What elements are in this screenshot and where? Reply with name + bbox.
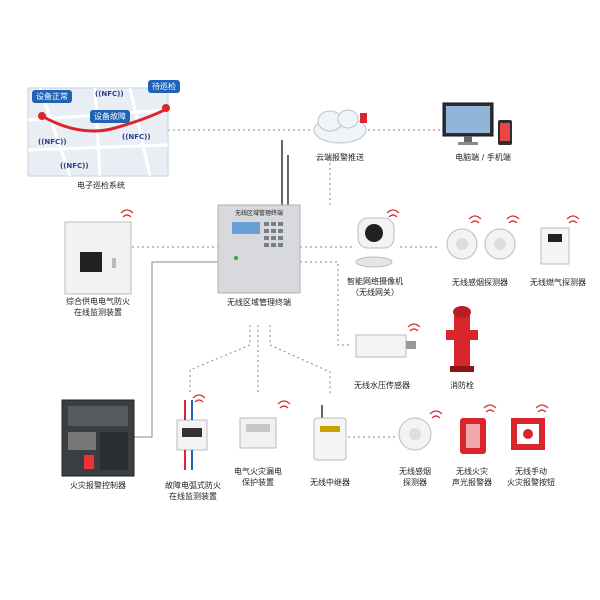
wifi-icon: [470, 220, 480, 224]
wifi-icon: [192, 394, 206, 399]
wifi-icon: [429, 410, 443, 415]
wifi-icon: [409, 328, 419, 332]
elec-monitor-label: 综合供电电气防火 在线监测装置: [56, 296, 140, 318]
wifi-icon: [508, 220, 518, 224]
gateway-panel-title: 无线区域管理终端: [234, 210, 283, 217]
camera-label-line1: 智能网络摄像机: [347, 277, 403, 286]
smoke-detectors-label: 无线感烟探测器: [452, 278, 508, 287]
cloud-label: 云端报警推送: [316, 153, 364, 162]
pc-phone-label: 电脑端 / 手机端: [455, 153, 511, 162]
leakage-protect-label-line1: 电气火灾漏电: [234, 467, 282, 476]
sound-light-label: 无线火灾 声光报警器: [442, 466, 502, 488]
gateway-screen: [232, 222, 260, 234]
manual-alarm-label-line1: 无线手动: [515, 467, 547, 476]
water-pressure-label: 无线水压传感器: [354, 381, 410, 390]
wifi-icon: [568, 220, 578, 224]
route-end-marker: [162, 104, 170, 112]
nfc-label: ((NFC)): [95, 90, 124, 98]
wifi-icon: [279, 405, 289, 409]
tag-device-normal: 设备正常: [32, 90, 72, 103]
wifi-icon: [277, 400, 291, 405]
pc-phone-icon: [442, 102, 512, 145]
status-led: [234, 256, 238, 260]
camera-device: [355, 217, 395, 268]
wifi-icon: [537, 409, 547, 413]
gas-detector-label: 无线燃气探测器: [530, 278, 586, 287]
sound-light-label-line2: 声光报警器: [452, 478, 492, 487]
elec-monitor-device: [64, 221, 132, 295]
map-caption: 电子巡检系统: [77, 181, 125, 190]
smoke-detector2-label-line1: 无线感烟: [399, 467, 431, 476]
link-gateway-relay: [269, 325, 331, 395]
camera-label-line2: （无线网关）: [351, 288, 399, 297]
link-gateway-controller: [134, 261, 218, 438]
relay-label: 无线中继器: [310, 478, 350, 487]
camera-label: 智能网络摄像机 （无线网关）: [338, 276, 412, 298]
nfc-label: ((NFC)): [38, 138, 67, 146]
wireless-signal-icons: [120, 209, 580, 419]
wifi-icon: [566, 215, 580, 220]
leakage-protection-device: [239, 417, 277, 449]
fire-controller-device: [61, 399, 135, 477]
alarm-light-icon: [360, 113, 367, 123]
cloud-icon: [313, 109, 367, 144]
link-gateway-residual: [189, 325, 251, 395]
smoke-detector2-label: 无线感烟 探测器: [388, 466, 442, 488]
wifi-icon: [468, 215, 482, 220]
smoke-detector-device: [398, 417, 432, 451]
wifi-icon: [120, 209, 134, 214]
hydrant-icon: [446, 306, 478, 372]
residual-current-label-line2: 在线监测装置: [169, 492, 217, 501]
tag-device-fault: 设备故障: [90, 110, 130, 123]
tag-pending-inspection: 待巡检: [148, 80, 180, 93]
keypad-icon: [264, 222, 283, 247]
wifi-icon: [386, 209, 400, 214]
leakage-protect-label: 电气火灾漏电 保护装置: [228, 466, 288, 488]
gateway-terminal: [217, 140, 301, 294]
hydrant-label: 消防栓: [450, 381, 474, 390]
wifi-icon: [431, 415, 441, 419]
gas-detector-device: [540, 227, 570, 265]
route-start-marker: [38, 112, 46, 120]
leakage-protect-label-line2: 保护装置: [242, 478, 274, 487]
manual-alarm-label: 无线手动 火灾报警按钮: [498, 466, 564, 488]
wifi-icon: [388, 214, 398, 218]
wifi-icon: [483, 404, 497, 409]
residual-current-label: 故障电弧式防火 在线监测装置: [155, 480, 231, 502]
wifi-icon: [122, 214, 132, 218]
wifi-icon: [506, 215, 520, 220]
wifi-icon: [194, 399, 204, 403]
manual-alarm-button-device: [511, 418, 545, 450]
elec-monitor-label-line2: 在线监测装置: [74, 308, 122, 317]
nfc-label: ((NFC)): [122, 133, 151, 141]
smoke-detector2-label-line2: 探测器: [403, 478, 427, 487]
wifi-icon: [485, 409, 495, 413]
wifi-icon: [407, 323, 421, 328]
relay-device: [313, 405, 347, 461]
patrol-route: [39, 106, 169, 133]
link-gateway-water: [300, 261, 352, 346]
sound-light-label-line1: 无线火灾: [456, 467, 488, 476]
sound-light-alarm-device: [460, 418, 486, 454]
residual-current-label-line1: 故障电弧式防火: [165, 481, 221, 490]
water-pressure-sensor: [355, 334, 416, 358]
elec-monitor-label-line1: 综合供电电气防火: [66, 297, 130, 306]
smoke-detector-pair: [446, 228, 516, 260]
nfc-label: ((NFC)): [60, 162, 89, 170]
gateway-body: [217, 204, 301, 294]
connection-lines: [132, 129, 440, 438]
manual-alarm-label-line2: 火灾报警按钮: [507, 478, 555, 487]
wifi-icon: [535, 404, 549, 409]
gateway-label: 无线区域管理终端: [227, 298, 291, 307]
residual-current-device: [176, 400, 208, 470]
fire-controller-label: 火灾报警控制器: [70, 481, 126, 490]
